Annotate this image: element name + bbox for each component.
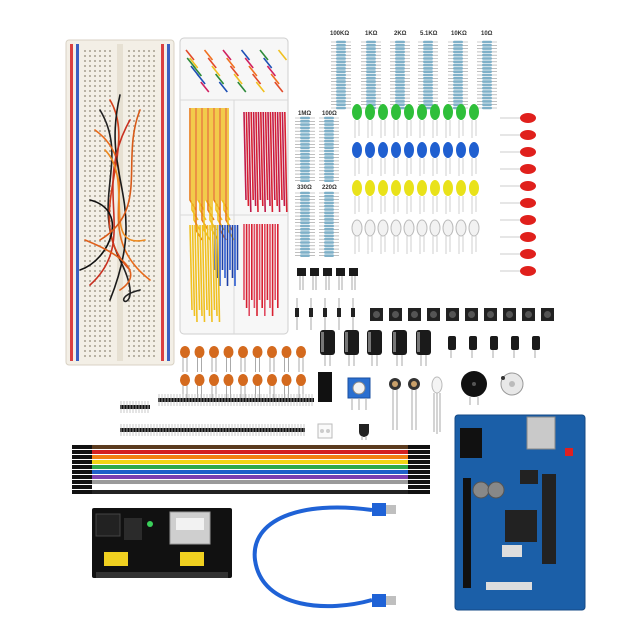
wire-storage-box	[179, 37, 289, 335]
rgb-led	[431, 376, 443, 434]
active-buzzer	[461, 371, 487, 405]
push-buttons	[370, 308, 554, 321]
resistor-label-2k: 2KΩ	[394, 31, 407, 37]
electrolytic-capacitors	[320, 330, 540, 366]
usb-cable	[252, 503, 396, 609]
led-array	[351, 104, 536, 276]
resistor-label-10k: 10KΩ	[451, 31, 467, 37]
resistor-label-1k: 1KΩ	[365, 31, 378, 37]
passive-buzzer	[500, 372, 524, 396]
resistor-label-330r: 330Ω	[297, 185, 312, 191]
potentiometer	[347, 377, 371, 410]
breadboard-jumper-wires	[79, 94, 151, 303]
transistors-diodes	[295, 268, 358, 330]
photoresistors	[389, 378, 420, 430]
breadboard-power-module	[92, 508, 232, 578]
tilt-switch	[317, 423, 333, 439]
resistor-label-100k: 100KΩ	[330, 31, 350, 37]
resistor-strips	[295, 40, 497, 257]
resistor-label-5k1: 5.1KΩ	[420, 31, 438, 37]
temperature-sensor	[359, 424, 369, 440]
uno-board	[454, 414, 586, 611]
resistor-label-220r: 220Ω	[322, 185, 337, 191]
resistor-label-1m: 1MΩ	[298, 111, 312, 117]
resistor-label-10r: 10Ω	[481, 31, 493, 37]
ceramic-capacitors	[180, 346, 306, 400]
resistor-label-100r: 100Ω	[322, 111, 337, 117]
pin-headers	[120, 372, 332, 436]
breadboard	[65, 39, 175, 366]
dupont-ribbon-cable	[72, 445, 430, 494]
